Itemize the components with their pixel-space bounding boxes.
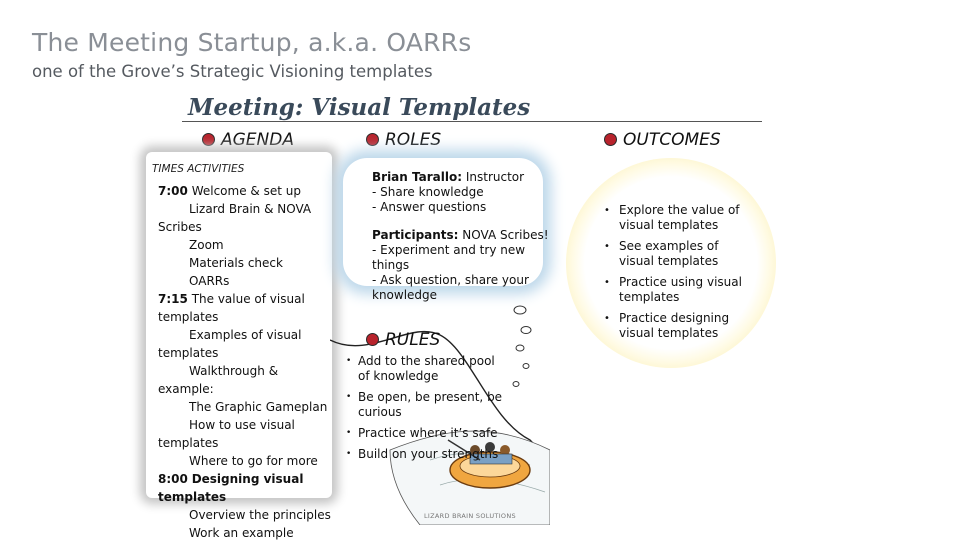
agenda-line: templates [158,308,328,326]
agenda-line: templates [158,434,328,452]
bullet-dot-icon [202,133,215,146]
agenda-activity: Overview the principles [189,508,331,522]
rock [515,344,525,352]
agenda-time: 7:15 [158,292,188,306]
agenda-activity: The Graphic Gameplan [189,400,328,414]
agenda-line: Zoom [158,236,328,254]
agenda-line: OARRs [158,272,328,290]
agenda-line: Lizard Brain & NOVA [158,200,328,218]
agenda-line: Walkthrough & [158,362,328,380]
agenda-line: 7:00 Welcome & set up [158,182,328,200]
outcome-item: Explore the value of visual templates [604,203,754,233]
agenda-activity: templates [158,346,219,360]
agenda-line: 7:15 The value of visual [158,290,328,308]
agenda-activity: templates [158,490,227,504]
participants-role: NOVA Scribes! [458,228,549,242]
slide-subtitle: one of the Grove’s Strategic Visioning t… [32,62,433,81]
agenda-activity: Materials check [189,256,283,270]
rule-item: Be open, be present, be curious [346,390,506,420]
agenda-activity: Work an example [189,526,294,540]
outcomes-heading: OUTCOMES [604,130,721,150]
agenda-line: Work an example [158,524,328,542]
rule-item: Practice where it’s safe [346,426,506,441]
agenda-activity: Lizard Brain & NOVA [189,202,312,216]
bullet-dot-icon [604,133,617,146]
agenda-line: templates [158,488,328,506]
agenda-line: Scribes [158,218,328,236]
agenda-activity: OARRs [189,274,230,288]
agenda-line: Examples of visual [158,326,328,344]
slide-title: The Meeting Startup, a.k.a. OARRs [32,28,472,57]
agenda-activity: Scribes [158,220,202,234]
roles-heading: ROLES [366,130,441,150]
agenda-activity: Walkthrough & [189,364,279,378]
agenda-line: Materials check [158,254,328,272]
rules-list: Add to the shared pool of knowledge Be op… [346,354,506,468]
agenda-heading: AGENDA [202,130,294,150]
heading-rule [182,121,762,122]
instructor-duty: - Share knowledge [372,185,484,199]
participants-duty: - Experiment and try new things [372,243,526,272]
rock [513,305,527,315]
agenda-activity: Zoom [189,238,224,252]
agenda-line: example: [158,380,328,398]
participants-label: Participants: [372,228,459,242]
rock [512,381,520,387]
agenda-activity: How to use visual [189,418,295,432]
outcome-item: Practice using visual templates [604,275,754,305]
agenda-activity: Examples of visual [189,328,302,342]
rock [522,363,530,369]
agenda-activity: The value of visual [191,292,305,306]
agenda-line: Where to go for more [158,452,328,470]
rules-heading: RULES [366,330,440,350]
outcome-item: See examples of visual templates [604,239,754,269]
agenda-activity: Designing visual [191,472,304,486]
agenda-panel [146,152,332,498]
agenda-list: 7:00 Welcome & set up Lizard Brain & NOVA… [158,182,331,542]
agenda-columns-label: TIMES ACTIVITIES [152,163,245,175]
agenda-activity: Welcome & set up [191,184,301,198]
rule-item: Add to the shared pool of knowledge [346,354,506,384]
roles-text: Brian Tarallo: Instructor - Share knowle… [372,170,552,303]
agenda-line: 8:00 Designing visual [158,470,328,488]
roles-panel [343,158,543,286]
outcome-item: Practice designing visual templates [604,311,754,341]
footer-logo-text: LIZARD BRAIN SOLUTIONS [424,512,516,520]
agenda-line: templates [158,344,328,362]
rock [520,326,532,334]
instructor-role: Instructor [462,170,525,184]
agenda-line: Overview the principles [158,506,331,524]
agenda-activity: templates [158,310,219,324]
instructor-name: Brian Tarallo: [372,170,463,184]
agenda-activity: example: [158,382,214,396]
rule-item: Build on your strengths [346,447,506,462]
instructor-duty: - Answer questions [372,200,487,214]
bullet-dot-icon [366,133,379,146]
page-heading: Meeting: Visual Templates [188,94,531,121]
agenda-line: How to use visual [158,416,328,434]
participants-duty: - Ask question, share your knowledge [372,273,529,302]
agenda-line: The Graphic Gameplan [158,398,328,416]
outcomes-list: Explore the value of visual templatesSee… [604,203,754,347]
agenda-activity: Where to go for more [189,454,318,468]
agenda-time: 7:00 [158,184,188,198]
bullet-dot-icon [366,333,379,346]
agenda-activity: templates [158,436,219,450]
agenda-time: 8:00 [158,472,188,486]
